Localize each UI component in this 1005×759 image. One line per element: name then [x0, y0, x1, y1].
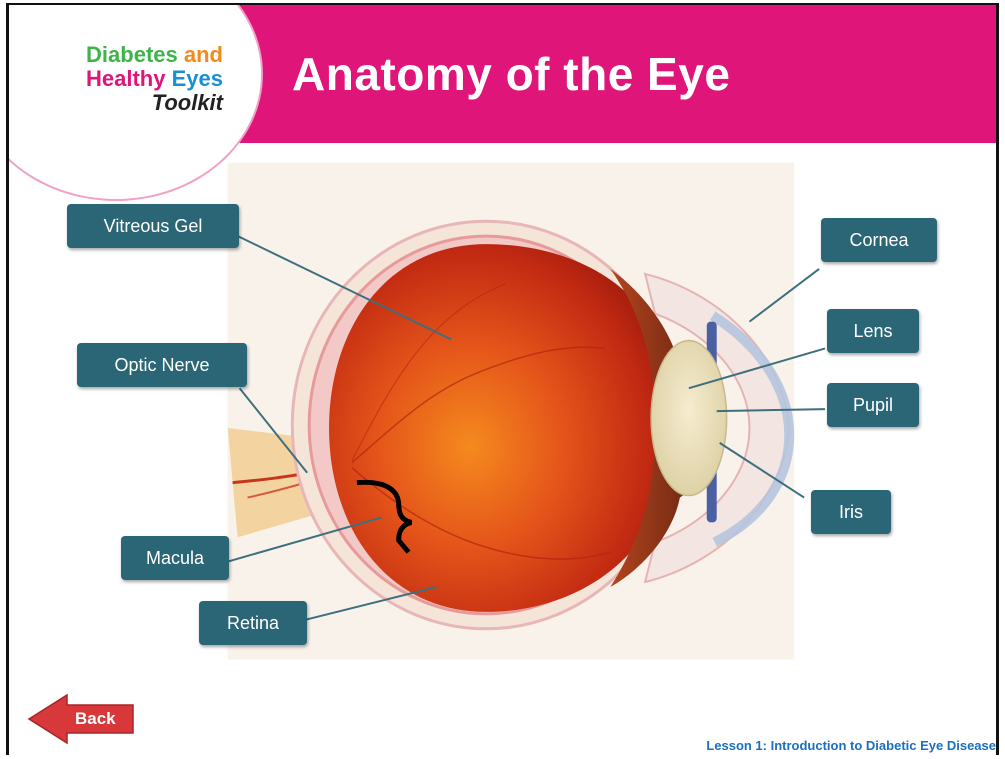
label-pupil[interactable]: Pupil [827, 383, 919, 427]
label-lens[interactable]: Lens [827, 309, 919, 353]
back-button-label: Back [75, 709, 116, 729]
logo-and-text: and [184, 42, 223, 67]
lens-shape [651, 341, 727, 496]
logo-toolkit-text: Toolkit [33, 91, 223, 115]
logo-eyes-text: Eyes [172, 66, 223, 91]
label-retina[interactable]: Retina [199, 601, 307, 645]
logo-healthy-text: Healthy [86, 66, 165, 91]
label-optic-nerve[interactable]: Optic Nerve [77, 343, 247, 387]
slide-frame: Diabetes and Healthy Eyes Toolkit Anatom… [6, 3, 999, 755]
label-cornea[interactable]: Cornea [821, 218, 937, 262]
page-title: Anatomy of the Eye [292, 47, 730, 101]
logo-diabetes-text: Diabetes [86, 42, 178, 67]
label-macula[interactable]: Macula [121, 536, 229, 580]
lesson-footer: Lesson 1: Introduction to Diabetic Eye D… [706, 738, 996, 753]
back-button[interactable]: Back [27, 693, 137, 745]
label-iris[interactable]: Iris [811, 490, 891, 534]
label-vitreous-gel[interactable]: Vitreous Gel [67, 204, 239, 248]
toolkit-logo: Diabetes and Healthy Eyes Toolkit [33, 43, 223, 115]
vitreous-body [329, 244, 665, 612]
